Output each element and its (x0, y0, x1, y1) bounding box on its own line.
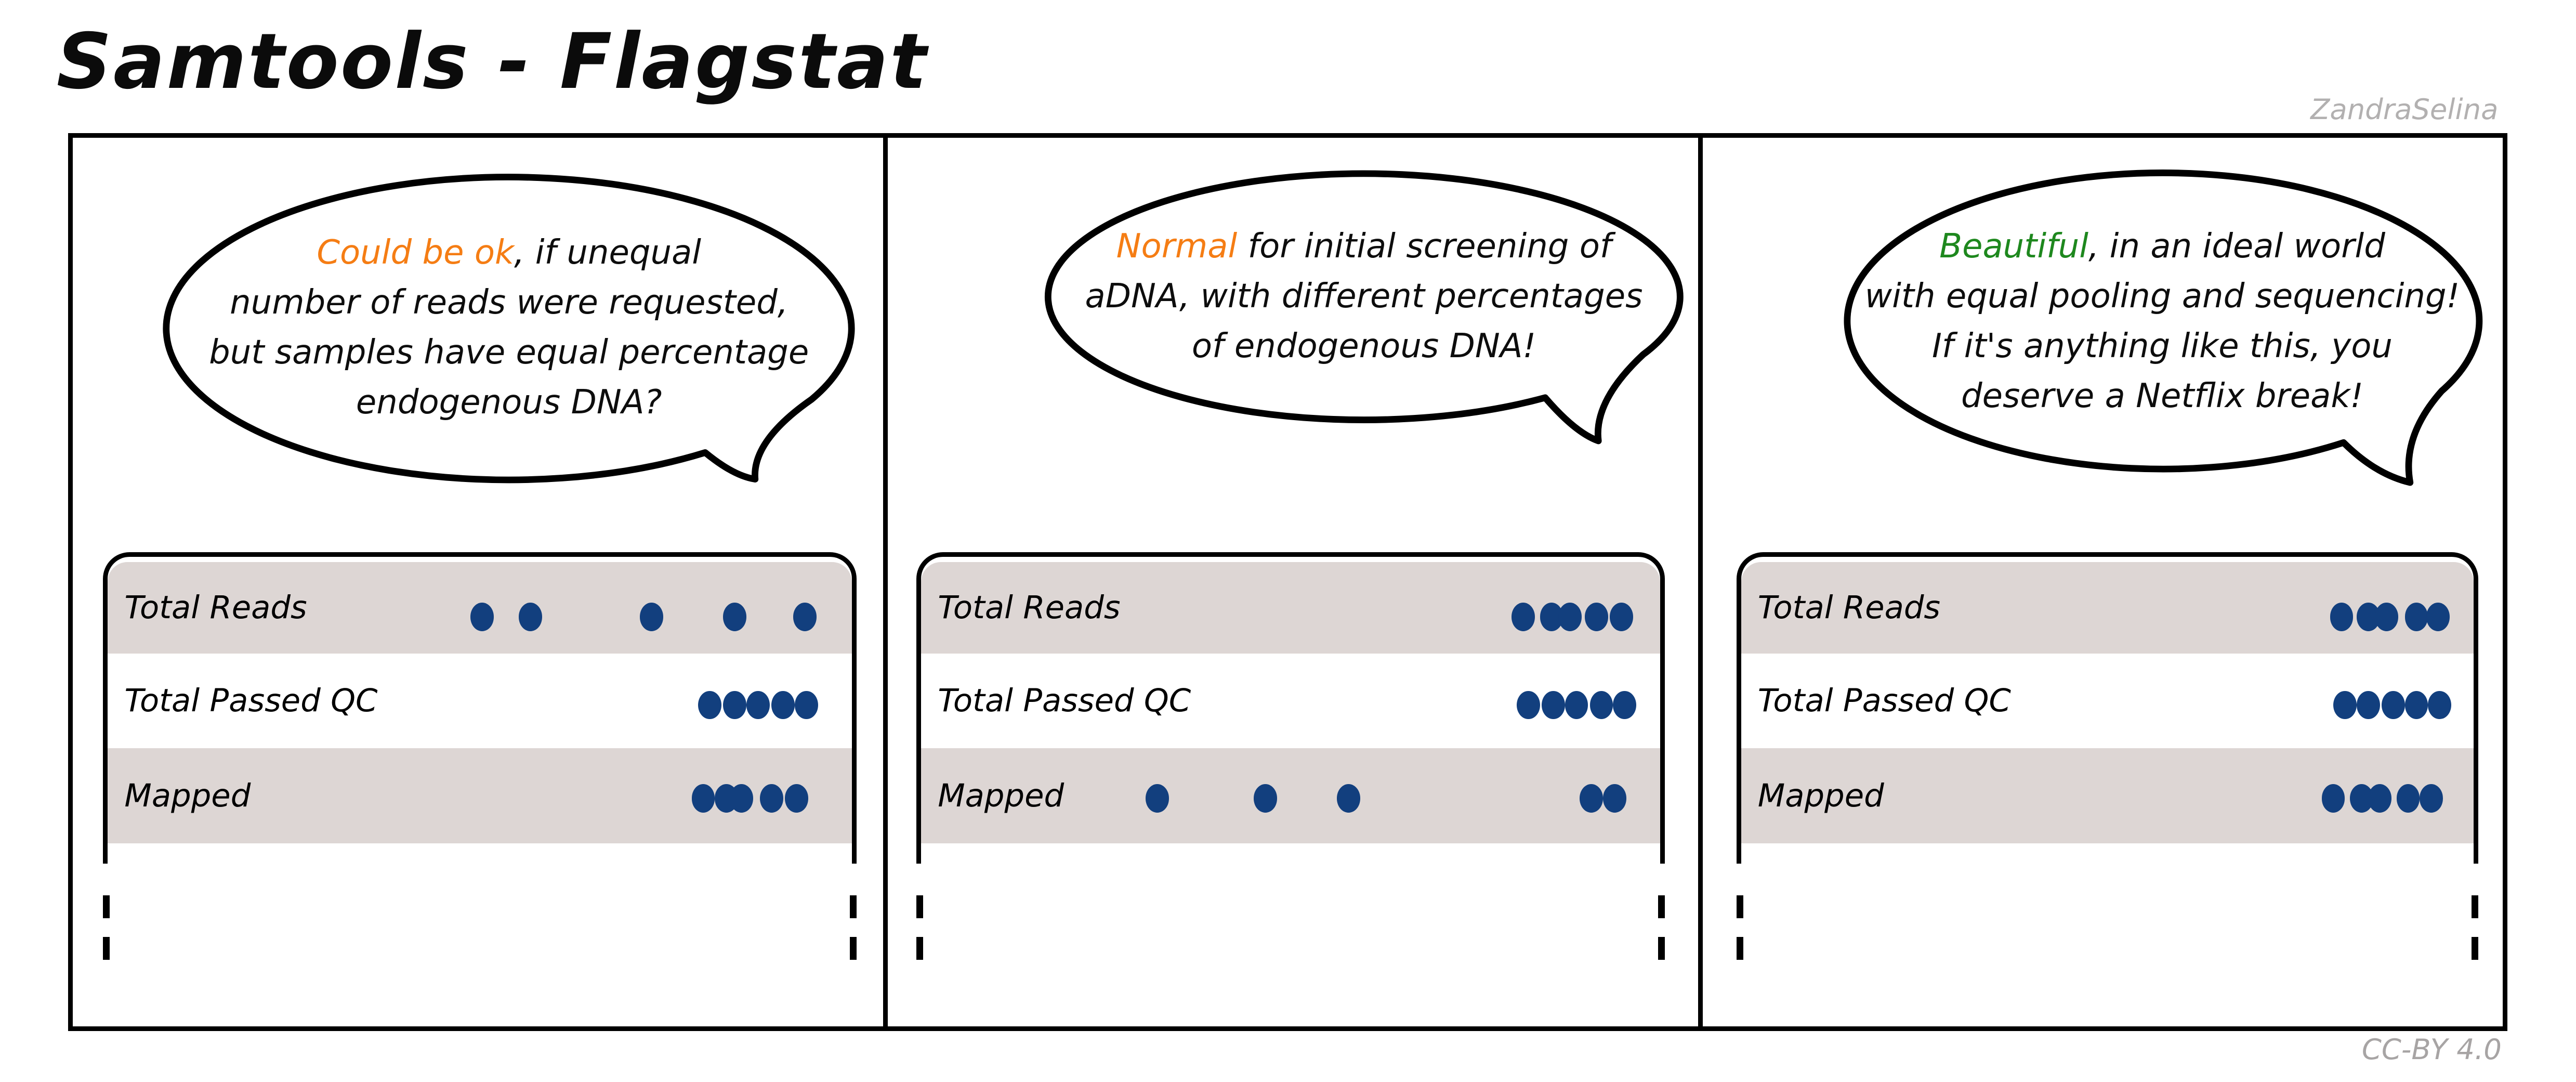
data-dot (730, 784, 753, 813)
data-dot (1589, 690, 1613, 720)
bubble-line: deserve a Netflix break! (1961, 376, 2364, 415)
data-dot (2330, 603, 2354, 631)
bubble-line: aDNA, with different percentages (1085, 277, 1643, 316)
bubble-line: endogenous DNA? (356, 383, 662, 422)
data-dot (698, 690, 722, 720)
page-title: Samtools - Flagstat (56, 17, 928, 106)
data-dot (2426, 603, 2450, 631)
data-dot (794, 690, 818, 720)
bubble-line: Could be ok, if unequal (317, 228, 701, 278)
data-dot (2368, 784, 2391, 813)
data-dot (771, 690, 795, 720)
table-continuation-dash (1658, 895, 1665, 919)
data-dot (784, 784, 808, 813)
table-continuation-dash (1736, 936, 1743, 960)
bubble-line: number of reads were requested, (230, 283, 788, 322)
row-label: Mapped (938, 777, 1064, 814)
data-dot (2428, 690, 2452, 720)
data-dot (723, 603, 747, 631)
data-dot (723, 690, 747, 720)
data-dot (1558, 603, 1582, 631)
data-dot (518, 603, 542, 631)
data-dot (2404, 603, 2428, 631)
table-continuation-dash (2472, 936, 2478, 960)
panel-divider (1698, 138, 1703, 1026)
bubble-highlight: Beautiful (1939, 227, 2088, 266)
bubble-line: with equal pooling and sequencing! (1864, 277, 2460, 316)
data-dot (1516, 690, 1540, 720)
bubble-highlight: Could be ok (317, 233, 515, 272)
bubble-line: of endogenous DNA! (1191, 327, 1536, 366)
data-dot (759, 784, 783, 813)
row-label: Total Reads (1757, 589, 1941, 626)
row-label: Total Passed QC (1757, 683, 2011, 720)
data-dot (2396, 784, 2420, 813)
row-label: Total Passed QC (938, 683, 1191, 720)
data-dot (1613, 690, 1637, 720)
row-label: Total Passed QC (124, 683, 378, 720)
data-dot (793, 603, 817, 631)
data-dot (1146, 784, 1169, 813)
table-continuation-dash (103, 936, 110, 960)
table-row: Total Reads (921, 562, 1661, 654)
table-row: Total Reads (1741, 562, 2474, 654)
table-continuation-dash (1658, 936, 1665, 960)
table-continuation-dash (103, 895, 110, 919)
data-dot (2333, 690, 2357, 720)
flagstat-table: Total Reads Total Passed QC Mapped (916, 552, 1665, 864)
table-continuation-dash (1736, 895, 1743, 919)
data-dot (2404, 690, 2428, 720)
row-label: Mapped (124, 777, 251, 814)
row-label: Total Reads (938, 589, 1121, 626)
data-dot (2381, 690, 2405, 720)
author-watermark: ZandraSelina (2310, 93, 2499, 126)
data-dot (1541, 690, 1565, 720)
flagstat-table: Total Reads Total Passed QC Mapped (103, 552, 857, 864)
data-dot (1609, 603, 1633, 631)
data-dot (1254, 784, 1277, 813)
bubble-line-rest: , in an ideal world (2088, 227, 2385, 266)
bubble-line: Beautiful, in an ideal world (1939, 221, 2385, 271)
row-label: Mapped (1757, 777, 1884, 814)
bubble-text: Normal for initial screening of aDNA, wi… (1073, 180, 1655, 413)
bubble-line: If it's anything like this, you (1932, 327, 2393, 366)
panel-divider (883, 138, 888, 1026)
table-row: Total Passed QC (921, 653, 1661, 749)
table-continuation-dash (916, 895, 923, 919)
bubble-line: but samples have equal percentage (209, 333, 809, 372)
data-dot (1584, 603, 1608, 631)
data-dot (1565, 690, 1588, 720)
data-dot (2374, 603, 2398, 631)
flagstat-table: Total Reads Total Passed QC Mapped (1736, 552, 2478, 864)
bubble-line-rest: , if unequal (514, 233, 702, 272)
bubble-line-rest: for initial screening of (1237, 227, 1612, 266)
license-watermark: CC-BY 4.0 (2361, 1033, 2502, 1066)
data-dot (470, 603, 494, 631)
data-dot (746, 690, 770, 720)
data-dot (2321, 784, 2345, 813)
data-dot (640, 603, 664, 631)
data-dot (1603, 784, 1626, 813)
table-continuation-dash (850, 936, 857, 960)
table-continuation-dash (916, 936, 923, 960)
data-dot (1512, 603, 1535, 631)
data-dot (1337, 784, 1360, 813)
table-continuation-dash (850, 895, 857, 919)
bubble-text: Beautiful, in an ideal world with equal … (1865, 180, 2460, 463)
bubble-text: Could be ok, if unequal number of reads … (176, 183, 842, 473)
data-dot (691, 784, 715, 813)
bubble-line: Normal for initial screening of (1116, 221, 1612, 271)
row-label: Total Reads (124, 589, 307, 626)
data-dot (2356, 690, 2380, 720)
table-continuation-dash (2472, 895, 2478, 919)
data-dot (1580, 784, 1604, 813)
data-dot (2420, 784, 2443, 813)
table-row: Mapped (921, 748, 1661, 843)
bubble-highlight: Normal (1116, 227, 1238, 266)
